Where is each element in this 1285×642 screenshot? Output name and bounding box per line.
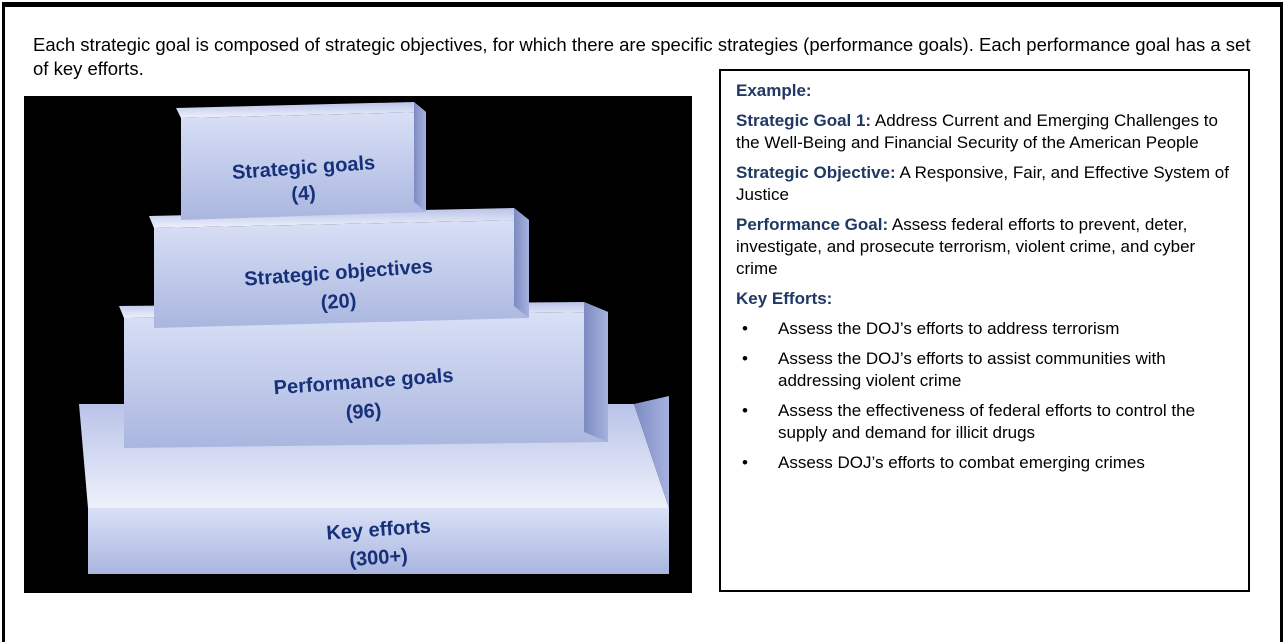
- key-efforts-list: •Assess the DOJ’s efforts to address ter…: [736, 318, 1234, 474]
- bullet-icon: •: [742, 401, 748, 420]
- key-efforts-heading: Key Efforts:: [736, 289, 833, 308]
- level-performance-goals-count: (96): [345, 400, 382, 424]
- example-heading: Example:: [736, 81, 812, 100]
- example-box: Example: Strategic Goal 1: Address Curre…: [719, 69, 1250, 592]
- level-strategic-objectives-count: (20): [320, 290, 357, 314]
- pyramid-level-performance-goals: Performance goals (96): [119, 302, 608, 448]
- level-strategic-goals-count: (4): [291, 182, 317, 206]
- list-item: •Assess the effectiveness of federal eff…: [742, 401, 1196, 442]
- example-strategic-goal: Strategic Goal 1: Address Current and Em…: [736, 110, 1234, 154]
- example-performance-goal: Performance Goal: Assess federal efforts…: [736, 214, 1234, 280]
- performance-goal-text: Assess federal efforts to prevent, deter…: [736, 215, 1196, 278]
- bullet-icon: •: [742, 349, 748, 368]
- strategic-objective-text: A Responsive, Fair, and Effective System…: [736, 163, 1229, 204]
- intro-text: Each strategic goal is composed of strat…: [33, 34, 1251, 79]
- strategic-goal-text: Address Current and Emerging Challenges …: [736, 111, 1218, 152]
- list-item: •Assess the DOJ’s efforts to assist comm…: [742, 349, 1166, 390]
- strategic-goal-label: Strategic Goal 1:: [736, 111, 872, 130]
- performance-goal-label: Performance Goal:: [736, 215, 889, 234]
- example-strategic-objective: Strategic Objective: A Responsive, Fair,…: [736, 162, 1234, 206]
- list-item: •Assess the DOJ’s efforts to address ter…: [742, 319, 1120, 338]
- pyramid-level-strategic-objectives: Strategic objectives (20): [149, 208, 529, 328]
- pyramid-diagram: Key efforts (300+) Performance goals (96…: [24, 96, 692, 593]
- bullet-icon: •: [742, 453, 748, 472]
- pyramid-level-strategic-goals: Strategic goals (4): [176, 102, 426, 220]
- level-key-efforts-count: (300+): [349, 545, 409, 571]
- list-item: •Assess DOJ’s efforts to combat emerging…: [742, 453, 1145, 472]
- bullet-icon: •: [742, 319, 748, 338]
- pyramid-svg: Key efforts (300+) Performance goals (96…: [79, 102, 669, 574]
- strategic-objective-label: Strategic Objective:: [736, 163, 896, 182]
